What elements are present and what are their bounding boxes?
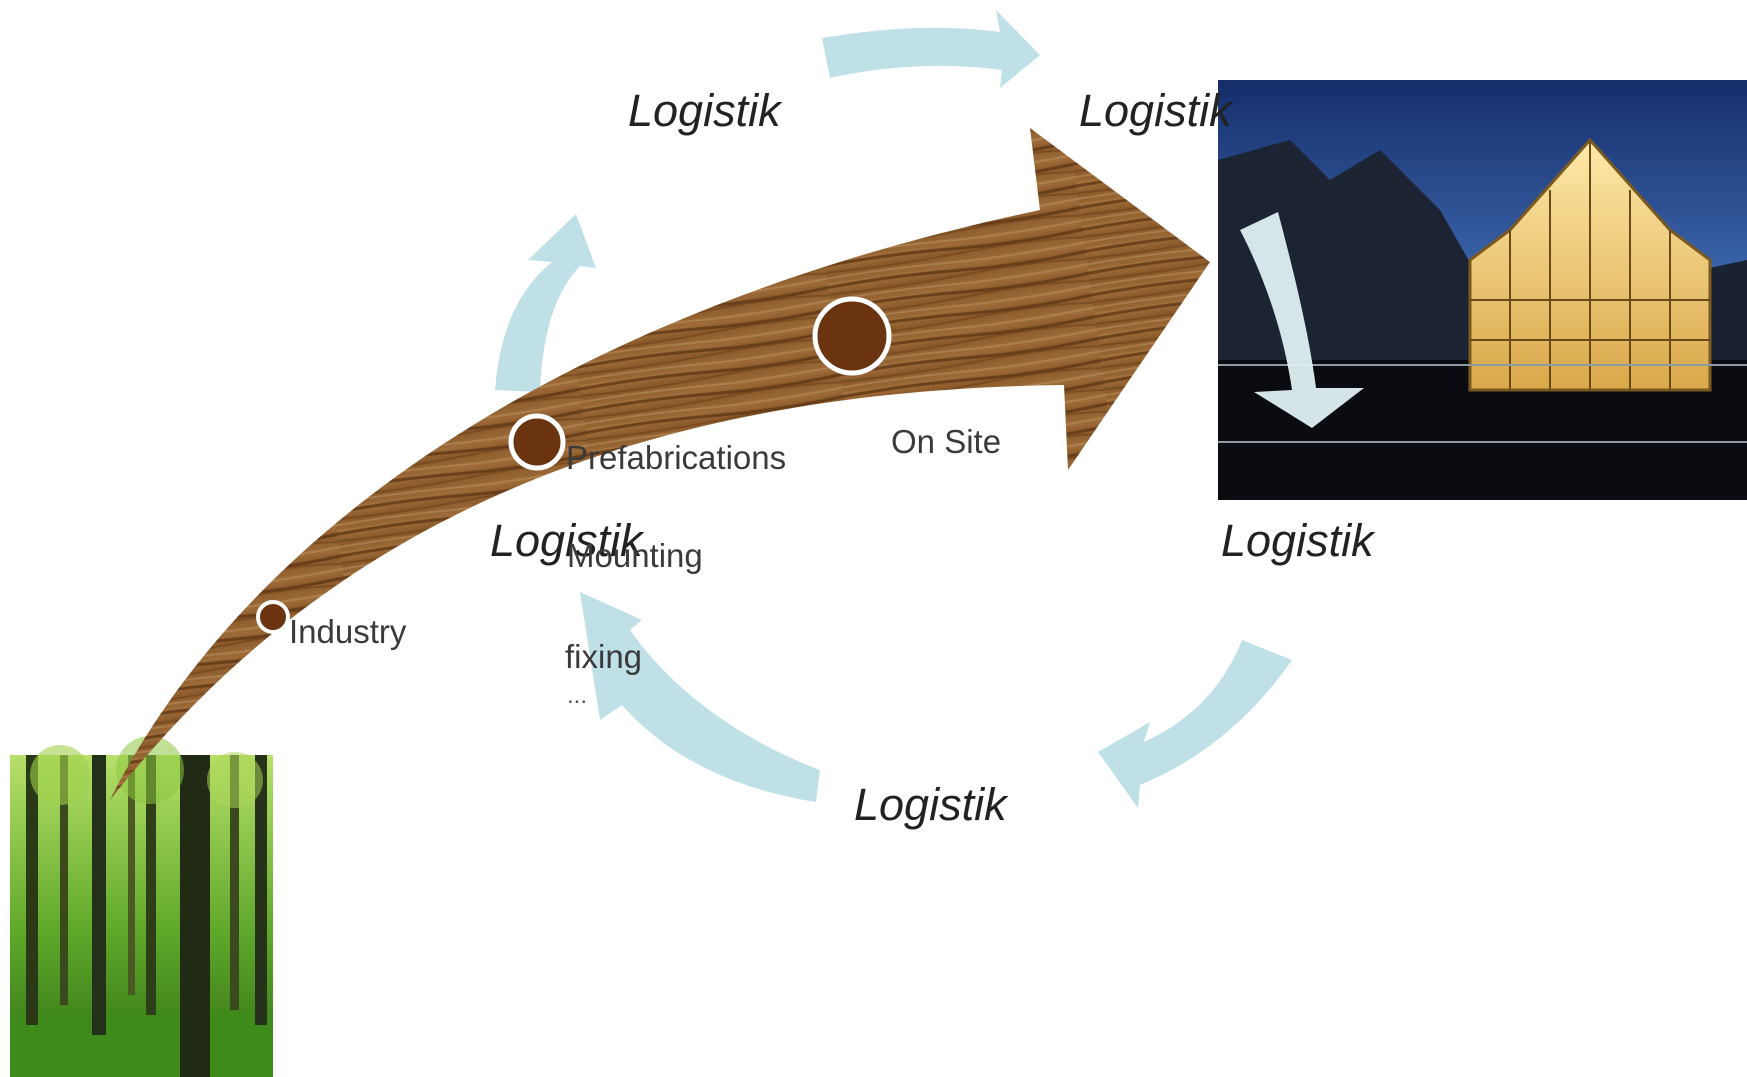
activity-mounting: Mounting [567, 537, 703, 574]
activity-more: ... [567, 682, 588, 709]
cycle-arrow-upper-left [495, 214, 596, 392]
logistik-label-middle-left: Logistik [490, 515, 643, 566]
forest-photo [10, 736, 273, 1077]
stage-label-on-site: On Site [891, 423, 1002, 460]
glass-building-photo [1218, 80, 1747, 500]
milestone-prefabrications [508, 413, 566, 471]
activity-fixing: fixing [565, 638, 643, 675]
wood-process-arrow [110, 128, 1210, 800]
milestone-on-site [812, 296, 892, 376]
logistik-label-middle-right: Logistik [1221, 515, 1374, 566]
cycle-arrow-lower-left [580, 592, 820, 802]
logistik-label-top-right: Logistik [1079, 85, 1232, 136]
stage-label-industry: Industry [289, 613, 407, 650]
milestones [256, 296, 892, 634]
cycle-arrow-top [822, 10, 1040, 88]
logistik-label-bottom: Logistik [854, 779, 1007, 830]
cycle-arrow-lower-right [1098, 640, 1292, 808]
stage-label-prefabrications: Prefabrications [566, 439, 787, 476]
milestone-industry [256, 600, 290, 634]
down-arrow-icon [1240, 212, 1364, 428]
logistik-label-top-left: Logistik [628, 85, 781, 136]
